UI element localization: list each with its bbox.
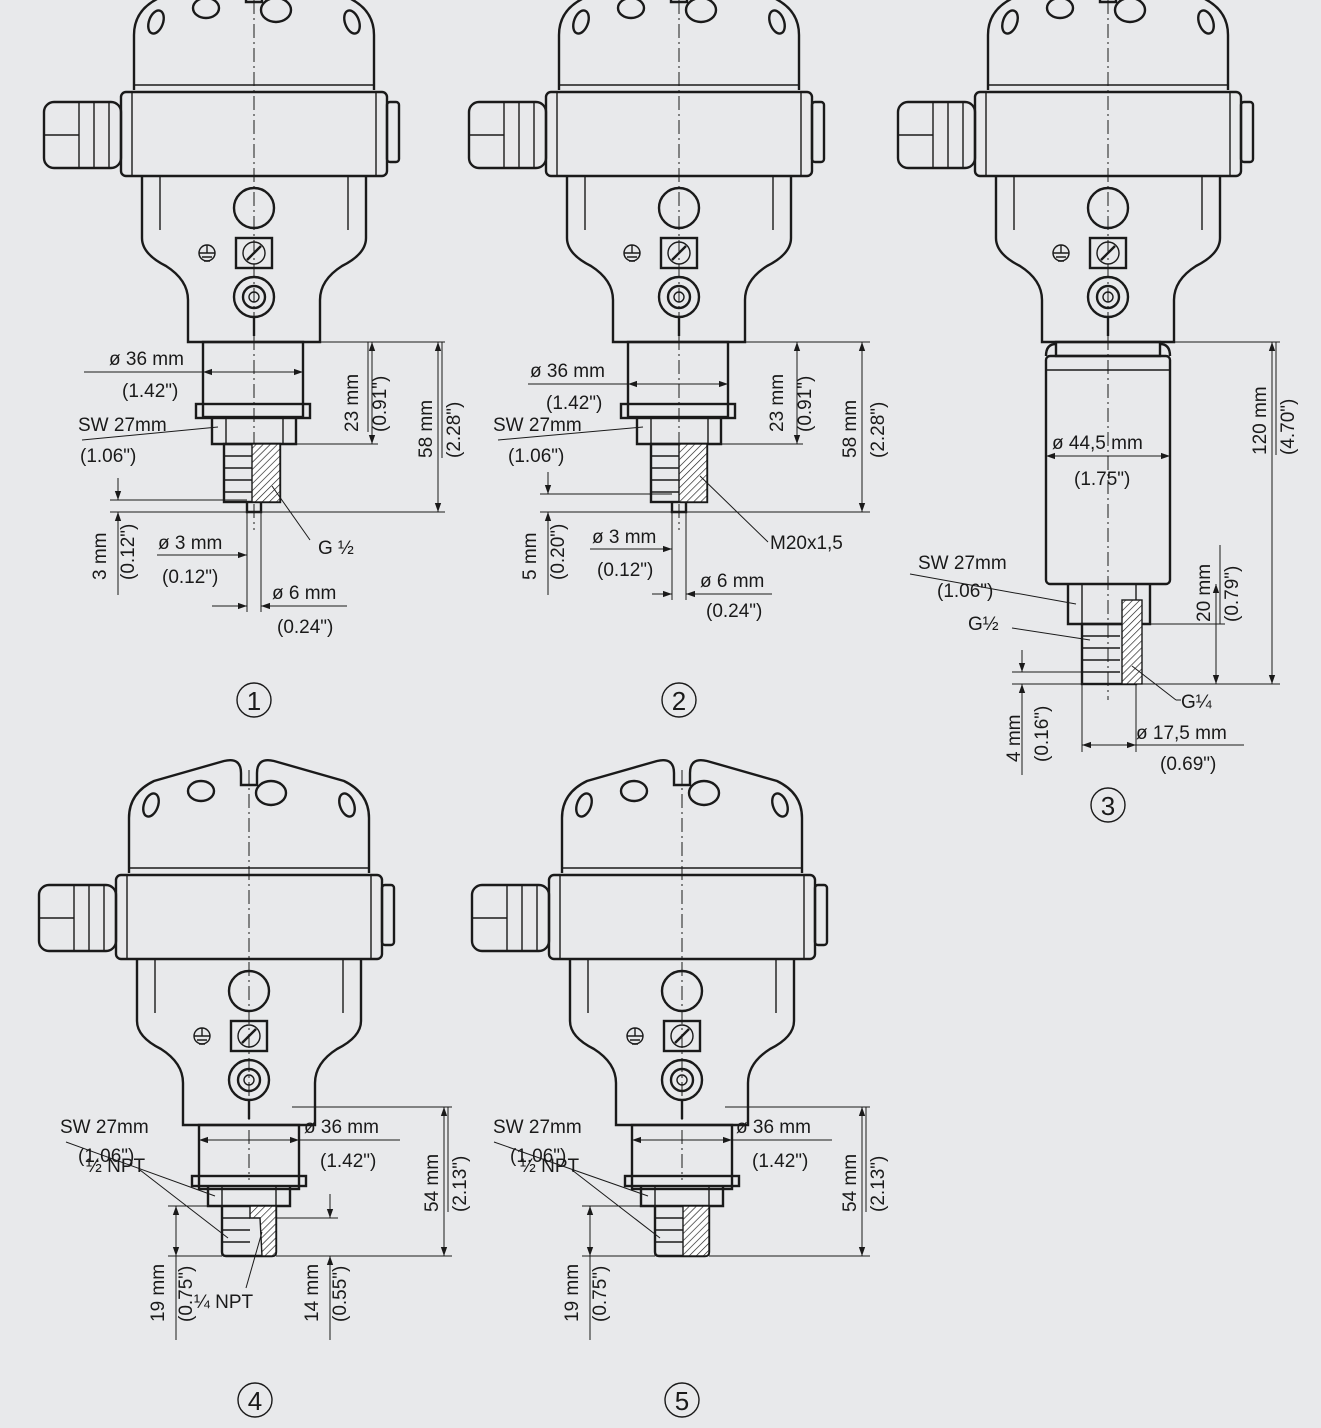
v4-h-thread: 19 mm	[148, 1264, 169, 1322]
v1-number-circle	[236, 682, 272, 718]
v1-thread: G ½	[318, 538, 354, 559]
v5-thread-outer: ½ NPT	[520, 1156, 580, 1177]
v3-thread-inner: G¼	[1181, 692, 1213, 713]
v3-h-total-in: (4.70")	[1278, 399, 1299, 455]
v5-dia-body: ø 36 mm	[736, 1117, 811, 1138]
variant-4-drawing	[37, 759, 396, 1258]
v1-h1-in: (0.91")	[370, 376, 391, 432]
variant-1-dimensions: ø 36 mm (1.42") 23 mm (0.91") 58 mm (2.2…	[78, 341, 465, 718]
v2-dia-body-in: (1.42")	[546, 393, 602, 414]
variant-2-dimensions: ø 36 mm (1.42") 23 mm (0.91") 58 mm (2.2…	[493, 341, 889, 718]
v2-dia-tip: ø 6 mm	[700, 571, 764, 592]
variant-5-dimensions: SW 27mm (1.06") ø 36 mm (1.42") 54 mm (2…	[493, 1106, 889, 1418]
v1-dia-body-in: (1.42")	[122, 381, 178, 402]
v2-dia-body: ø 36 mm	[530, 361, 605, 382]
v3-sw: SW 27mm	[918, 553, 1007, 574]
v3-tip-in: (0.16")	[1032, 706, 1053, 762]
v3-dia-body: ø 44,5 mm	[1052, 433, 1143, 454]
v3-tip: 4 mm	[1004, 715, 1025, 763]
v2-h2-in: (2.28")	[868, 402, 889, 458]
v4-h-inner-in: (0.55")	[330, 1266, 351, 1322]
v2-tip: 5 mm	[520, 533, 541, 581]
v2-h1: 23 mm	[767, 374, 788, 432]
variant-2-drawing	[467, 0, 826, 530]
v2-tip-in: (0.20")	[548, 524, 569, 580]
v3-sw-in: (1.06")	[937, 581, 993, 602]
v1-dia-bore-in: (0.12")	[162, 567, 218, 588]
v5-sw: SW 27mm	[493, 1117, 582, 1138]
variant-3-dimensions: ø 44,5 mm (1.75") 120 mm (4.70") 20 mm (…	[909, 341, 1299, 823]
v2-h1-in: (0.91")	[795, 376, 816, 432]
v4-thread-inner: ¼ NPT	[194, 1292, 254, 1313]
v1-tip: 3 mm	[90, 533, 111, 581]
v2-dia-bore-in: (0.12")	[597, 560, 653, 581]
v4-h-total: 54 mm	[422, 1154, 443, 1212]
variant-5-drawing	[470, 759, 829, 1258]
variant-4-dimensions: SW 27mm (1.06") ø 36 mm (1.42") 54 mm (2…	[60, 1106, 471, 1418]
v3-h-thread: 20 mm	[1194, 564, 1215, 622]
v1-h2: 58 mm	[416, 400, 437, 458]
v1-sw: SW 27mm	[78, 415, 167, 436]
v3-dia-body-in: (1.75")	[1074, 469, 1130, 490]
v1-sw-in: (1.06")	[80, 446, 136, 467]
v3-h-thread-in: (0.79")	[1222, 566, 1243, 622]
v1-h2-in: (2.28")	[444, 402, 465, 458]
v4-sw-in: (1.06")	[78, 1146, 134, 1167]
v3-number: 3	[1101, 791, 1115, 821]
v5-number-circle	[664, 1382, 700, 1418]
v5-h-total-in: (2.13")	[868, 1156, 889, 1212]
v5-sw-in: (1.06")	[510, 1146, 566, 1167]
v4-number-circle	[237, 1382, 273, 1418]
v3-dia-tip: ø 17,5 mm	[1136, 723, 1227, 744]
v2-number-circle	[661, 682, 697, 718]
variant-1-drawing	[42, 0, 401, 530]
v4-dia-body: ø 36 mm	[304, 1117, 379, 1138]
v5-dia-body-in: (1.42")	[752, 1151, 808, 1172]
v2-dia-bore: ø 3 mm	[592, 527, 656, 548]
v2-sw: SW 27mm	[493, 415, 582, 436]
v2-number: 2	[672, 686, 686, 716]
v1-dia-body: ø 36 mm	[109, 349, 184, 370]
v4-thread-outer: ½ NPT	[86, 1156, 146, 1177]
v3-number-circle	[1090, 787, 1126, 823]
v1-number: 1	[247, 686, 261, 716]
v1-dia-tip: ø 6 mm	[272, 583, 336, 604]
v2-sw-in: (1.06")	[508, 446, 564, 467]
v1-dia-tip-in: (0.24")	[277, 617, 333, 638]
v4-dia-body-in: (1.42")	[320, 1151, 376, 1172]
v2-thread: M20x1,5	[770, 533, 843, 554]
v5-h-thread-in: (0.75")	[590, 1266, 611, 1322]
v4-sw: SW 27mm	[60, 1117, 149, 1138]
v5-number: 5	[675, 1386, 689, 1416]
v1-tip-in: (0.12")	[118, 524, 139, 580]
v3-thread-outer: G½	[968, 614, 999, 635]
v3-dia-tip-in: (0.69")	[1160, 754, 1216, 775]
v1-dia-bore: ø 3 mm	[158, 533, 222, 554]
v2-h2: 58 mm	[840, 400, 861, 458]
v4-h-thread-in: (0.75")	[176, 1266, 197, 1322]
variant-3-drawing	[896, 0, 1255, 700]
v2-dia-tip-in: (0.24")	[706, 601, 762, 622]
v4-number: 4	[248, 1386, 262, 1416]
v5-h-thread: 19 mm	[562, 1264, 583, 1322]
v4-h-inner: 14 mm	[302, 1264, 323, 1322]
v4-h-total-in: (2.13")	[450, 1156, 471, 1212]
v5-h-total: 54 mm	[840, 1154, 861, 1212]
v1-h1: 23 mm	[342, 374, 363, 432]
v3-h-total: 120 mm	[1250, 386, 1271, 455]
